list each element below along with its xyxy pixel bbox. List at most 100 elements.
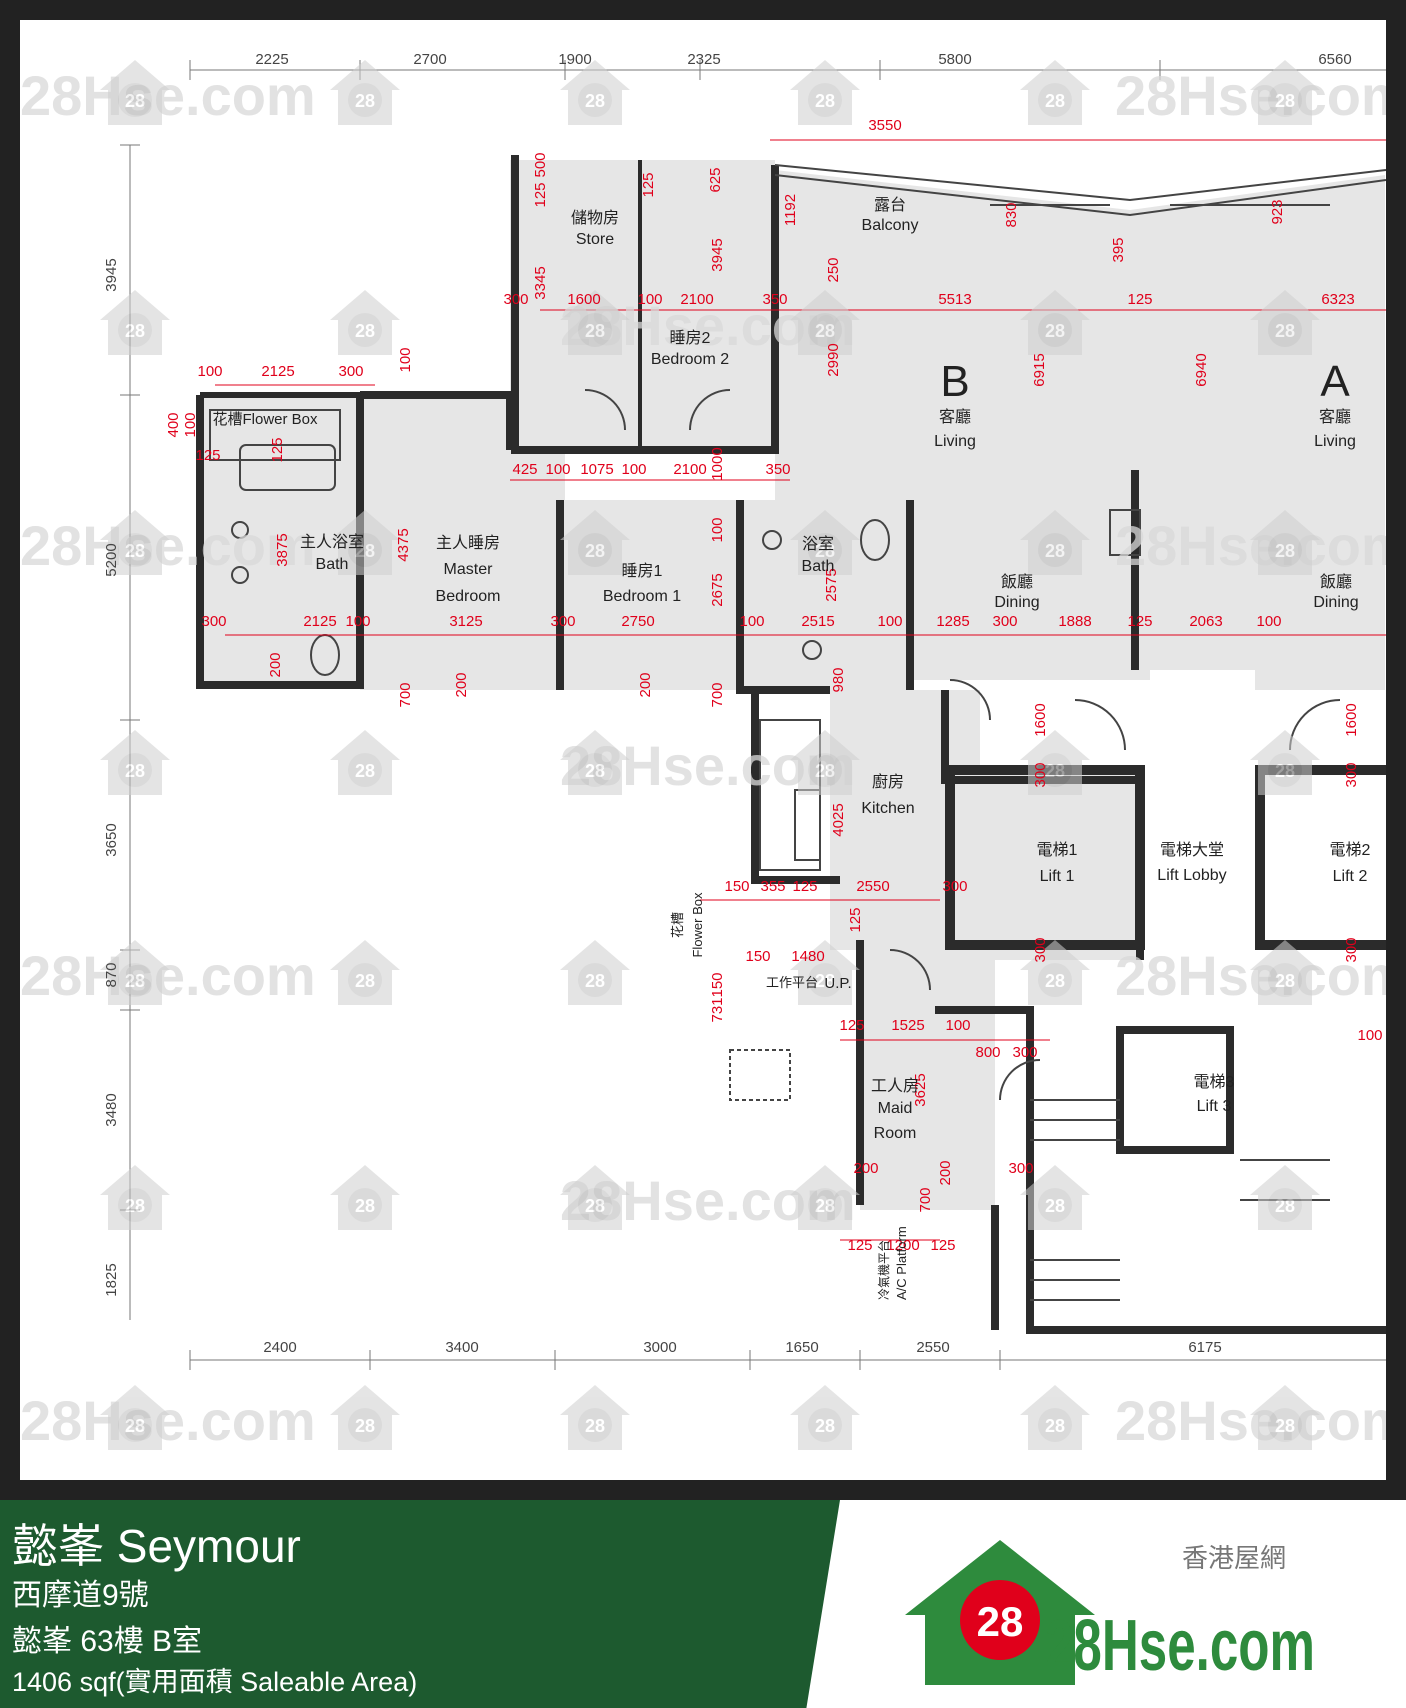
watermark-badge-icon: 28: [1250, 290, 1320, 355]
master-bedroom-label-en2: Bedroom: [436, 588, 501, 605]
watermark-badge-icon: 28: [100, 1385, 170, 1450]
living-a-label-zh: 客廳: [1319, 407, 1351, 426]
interior-dimension-label: 2990: [825, 343, 842, 376]
watermark-badge-icon: 28: [100, 290, 170, 355]
watermark-badge-icon: 28: [560, 1385, 630, 1450]
bedroom1-label-zh: 睡房1: [622, 562, 663, 580]
interior-dimension-label: 300: [1343, 762, 1360, 787]
lift-lobby-label-en: Lift Lobby: [1157, 867, 1226, 884]
interior-dimension-label: 1525: [891, 1017, 924, 1034]
interior-dimension-label: 1200: [886, 1237, 919, 1254]
unit-description: 懿峯 63樓 B室: [12, 1625, 203, 1658]
watermark-badge-icon: 28: [1020, 730, 1090, 795]
watermark-badge-text: 28: [1045, 91, 1065, 111]
watermark-badge-text: 28: [815, 971, 835, 991]
top-dimension-label: 2700: [413, 51, 446, 68]
flower-box-side-en: Flower Box: [690, 892, 705, 958]
watermark-badge-text: 28: [1045, 541, 1065, 561]
interior-dimension-label: 1480: [791, 948, 824, 965]
bath-label-zh: 浴室: [802, 535, 834, 553]
watermark-badge-text: 28: [125, 321, 145, 341]
interior-dimension-label: 3625: [912, 1073, 929, 1106]
interior-dimension-label: 3345: [532, 266, 549, 299]
interior-dimension-label: 923: [1269, 199, 1286, 224]
interior-dimension-label: 2515: [801, 613, 834, 630]
interior-dimension-label: 300: [503, 291, 528, 308]
watermark-badge-text: 28: [585, 971, 605, 991]
watermark-badge-text: 28: [815, 541, 835, 561]
fill-lobby: [980, 770, 1140, 960]
watermark-badge-icon: 28: [1250, 510, 1320, 575]
watermark-badge-text: 28: [1275, 321, 1295, 341]
interior-dimension-label: 300: [1008, 1160, 1033, 1177]
watermark-badge-icon: 28: [790, 510, 860, 575]
interior-dimension-label: 125: [1127, 613, 1152, 630]
watermark-badge-icon: 28: [1250, 60, 1320, 125]
watermark-badge-text: 28: [1275, 761, 1295, 781]
living-b-label-zh: 客廳: [939, 407, 971, 426]
watermark-badge-text: 28: [1045, 971, 1065, 991]
left-dimension-label: 5200: [103, 543, 120, 576]
watermark-badge-icon: 28: [1020, 290, 1090, 355]
watermark-badge-text: 28: [585, 321, 605, 341]
watermark-badge-text: 28: [355, 1196, 375, 1216]
interior-dimension-label: 4375: [395, 528, 412, 561]
interior-dimension-label: 700: [917, 1187, 934, 1212]
watermark-badge-text: 28: [355, 321, 375, 341]
interior-dimension-label: 100: [1357, 1027, 1382, 1044]
watermark-badge-text: 28: [585, 541, 605, 561]
watermark-badge-text: 28: [815, 321, 835, 341]
watermark-badge-text: 28: [125, 1416, 145, 1436]
interior-dimension-label: 2125: [261, 363, 294, 380]
interior-dimension-label: 200: [853, 1160, 878, 1177]
watermark-badge-text: 28: [815, 761, 835, 781]
interior-dimension-label: 1600: [1343, 703, 1360, 736]
brand-logo-text: 28Hse.com: [1045, 1606, 1315, 1686]
watermark-badge-icon: 28: [790, 290, 860, 355]
interior-dimension-label: 300: [338, 363, 363, 380]
interior-dimension-label: 150: [724, 878, 749, 895]
watermark-text: 28Hse.com: [1115, 64, 1386, 127]
interior-dimension-label: 250: [825, 257, 842, 282]
interior-dimension-label: 100: [397, 347, 414, 372]
watermark-badge-icon: 28: [330, 60, 400, 125]
interior-dimension-label: 125: [1127, 291, 1152, 308]
watermark-badge-icon: 28: [100, 1165, 170, 1230]
watermark-badge-icon: 28: [100, 730, 170, 795]
interior-dimension-label: 100: [709, 517, 726, 542]
unit-b-label: B: [940, 357, 969, 406]
maid-room-label-en2: Room: [874, 1125, 917, 1142]
top-dimension-label: 6560: [1318, 51, 1351, 68]
watermark-text: 28Hse.com: [20, 1389, 316, 1452]
dimension-lines: [120, 60, 1386, 1370]
top-dimension-label: 2225: [255, 51, 288, 68]
red-dimension-lines: [215, 139, 1386, 1241]
fill-living: [775, 170, 1385, 690]
brand-logo[interactable]: 28 28Hse.com: [905, 1520, 1325, 1690]
interior-dimension-label: 100: [877, 613, 902, 630]
interior-dimension-label: 355: [760, 878, 785, 895]
interior-dimension-label: 200: [453, 672, 470, 697]
interior-dimension-label: 300: [1032, 937, 1049, 962]
interior-dimension-label: 2675: [709, 573, 726, 606]
badge-circle-icon: [960, 1580, 1040, 1660]
interior-dimension-label: 1075: [580, 461, 613, 478]
interior-dimension-label: 350: [762, 291, 787, 308]
interior-dimension-label: 150: [709, 972, 726, 997]
watermark-badge-icon: 28: [330, 1165, 400, 1230]
watermark-badge-icon: 28: [1020, 510, 1090, 575]
watermark-badge-text: 28: [1275, 91, 1295, 111]
watermark-badge-text: 28: [585, 1196, 605, 1216]
watermark-badge-text: 28: [355, 761, 375, 781]
interior-dimension-label: 125: [532, 182, 549, 207]
interior-dimension-label: 700: [397, 682, 414, 707]
maid-room-label-zh: 工人房: [871, 1077, 919, 1095]
interior-dimension-label: 425: [512, 461, 537, 478]
fill-master-bedroom: [360, 395, 565, 690]
watermark-badge-icon: 28: [330, 730, 400, 795]
